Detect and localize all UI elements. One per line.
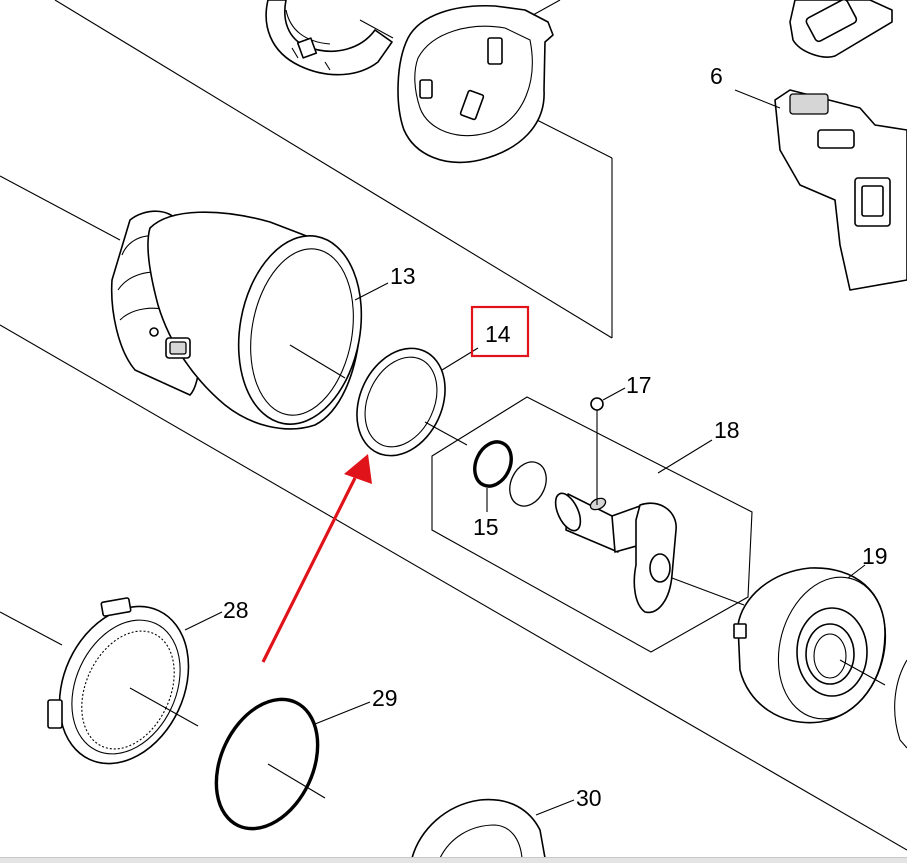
callout-28: 28 — [223, 597, 249, 623]
callout-15: 15 — [473, 514, 499, 540]
part-13-hammer-case: 13 — [110, 210, 416, 430]
part-15-o-ring — [473, 440, 513, 488]
callout-18: 18 — [714, 417, 740, 443]
callout-6: 6 — [710, 63, 723, 89]
part-28-gear-ring: 28 — [47, 597, 249, 765]
part-housing-cover — [397, 0, 561, 164]
part-18-anvil-assembly: 18 17 15 — [431, 372, 753, 653]
part-6-trigger-switch: 6 — [710, 0, 907, 291]
callout-30: 30 — [576, 785, 602, 811]
part-top-left-cover — [265, 0, 394, 76]
window-bottom-edge — [0, 857, 907, 863]
callout-29: 29 — [372, 685, 398, 711]
part-17-steel-ball — [590, 397, 604, 411]
part-19-bearing-box: 19 — [733, 543, 907, 749]
callout-19: 19 — [862, 543, 888, 569]
part-30-partial: 30 — [411, 785, 602, 859]
callout-13: 13 — [390, 263, 416, 289]
part-14-highlight-box: 14 — [470, 305, 530, 358]
callout-14: 14 — [485, 321, 511, 347]
part-29-o-ring: 29 — [214, 685, 398, 831]
callout-17: 17 — [626, 372, 652, 398]
part-14-flat-washer — [356, 347, 479, 457]
highlight-arrow — [261, 454, 372, 663]
